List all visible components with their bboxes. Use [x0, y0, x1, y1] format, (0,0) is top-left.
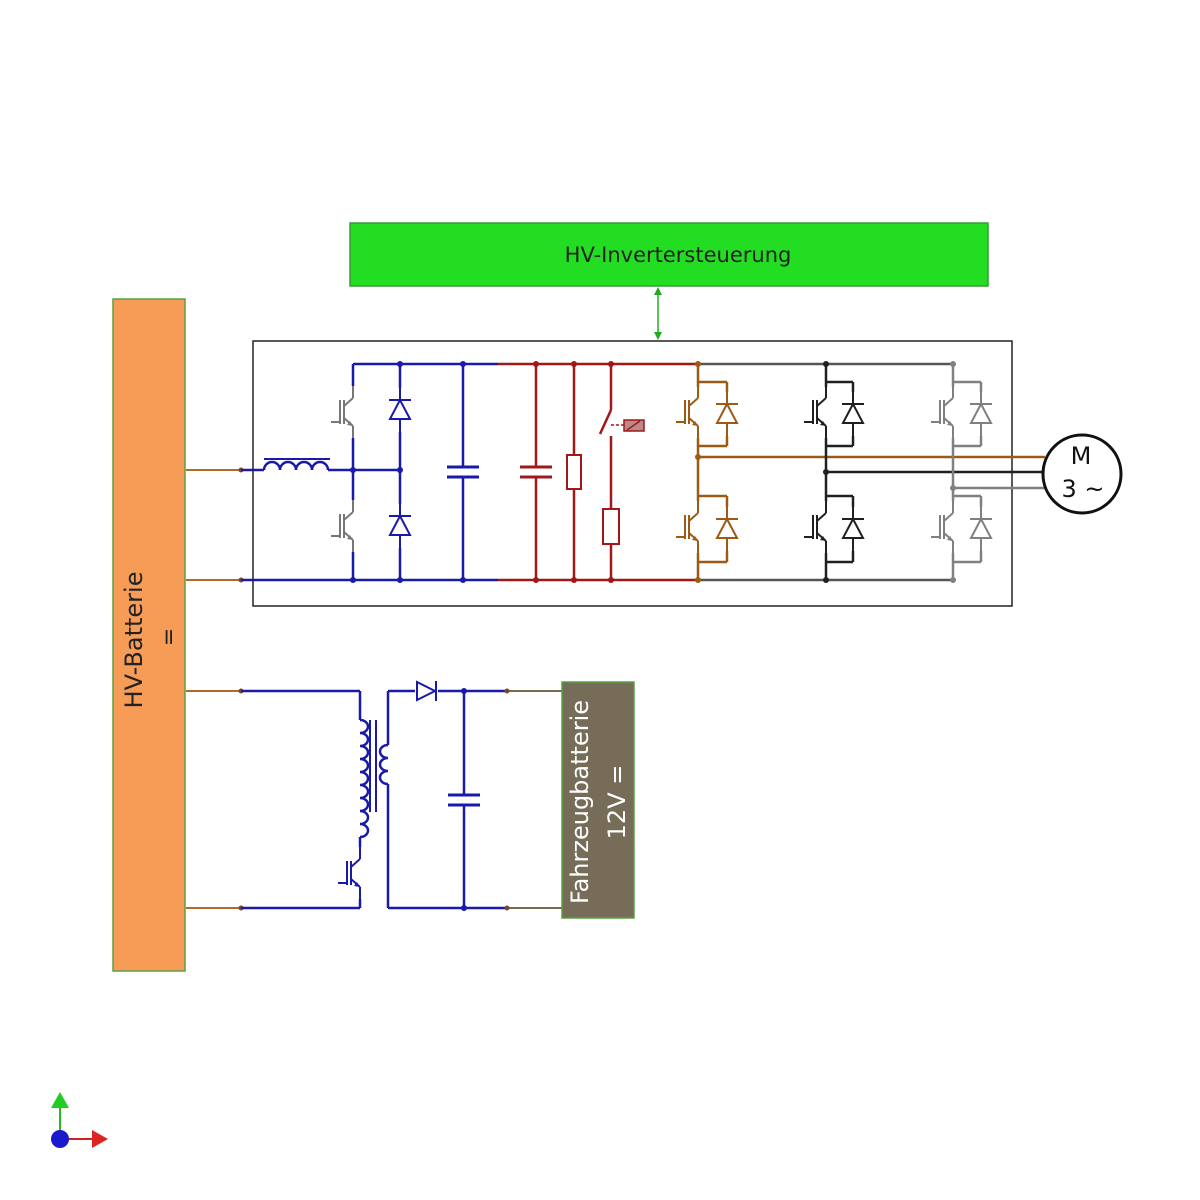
diode-w-low — [969, 506, 993, 552]
phase-leg-v — [824, 364, 1043, 580]
hv-battery-label: HV-Batterie — [120, 572, 148, 709]
inverter-control-label: HV-Invertersteuerung — [565, 243, 792, 267]
diode-v-high — [841, 391, 865, 437]
lv-battery-label: Fahrzeugbatterie — [566, 700, 594, 904]
diode-u-low — [715, 506, 739, 552]
diode-w-high — [969, 391, 993, 437]
dcdc-converter — [241, 689, 507, 910]
axis-triad-icon — [51, 1092, 108, 1148]
control-signal-arrow — [654, 287, 662, 340]
igbt-w-low — [930, 500, 954, 554]
boost-igbt-high — [330, 385, 354, 439]
hv-battery-block — [112, 298, 186, 972]
igbt-w-high — [930, 385, 954, 439]
inverter-control-block — [349, 222, 989, 287]
motor-label-m: M — [1071, 442, 1092, 470]
dcdc-junctions — [461, 688, 467, 911]
diode-u-high — [715, 391, 739, 437]
dcdc-output-capacitor-icon — [446, 793, 482, 807]
boost-converter — [241, 362, 498, 582]
hv-battery-terminals — [186, 467, 244, 911]
lv-battery-terminals — [504, 688, 562, 911]
inverter-junctions — [695, 361, 956, 583]
boost-junctions — [350, 361, 466, 583]
motor-label-phases: 3 ~ — [1061, 475, 1104, 503]
igbt-v-high — [803, 385, 827, 439]
brake-capacitor-icon — [518, 465, 554, 479]
dc-link-capacitor-icon — [445, 465, 481, 479]
dcdc-igbt — [337, 846, 361, 900]
discharge-junctions — [533, 361, 614, 583]
boost-igbt-low — [330, 499, 354, 553]
inverter-enclosure — [252, 340, 1013, 607]
motor-symbol — [1041, 433, 1123, 515]
boost-diode-low — [388, 503, 412, 549]
igbt-u-high — [675, 385, 699, 439]
phase-leg-w — [951, 364, 1047, 580]
dcdc-diode — [416, 680, 438, 702]
lv-battery-voltage: 12V = — [603, 765, 631, 840]
igbt-v-low — [803, 500, 827, 554]
phase-leg-u — [696, 364, 1045, 580]
lv-battery-block — [561, 681, 635, 919]
diode-v-low — [841, 506, 865, 552]
boost-diode-high — [388, 387, 412, 433]
discharge-circuit — [498, 362, 698, 582]
relay-coil-icon — [623, 419, 645, 432]
igbt-u-low — [675, 500, 699, 554]
hv-battery-symbol: = — [157, 628, 182, 646]
